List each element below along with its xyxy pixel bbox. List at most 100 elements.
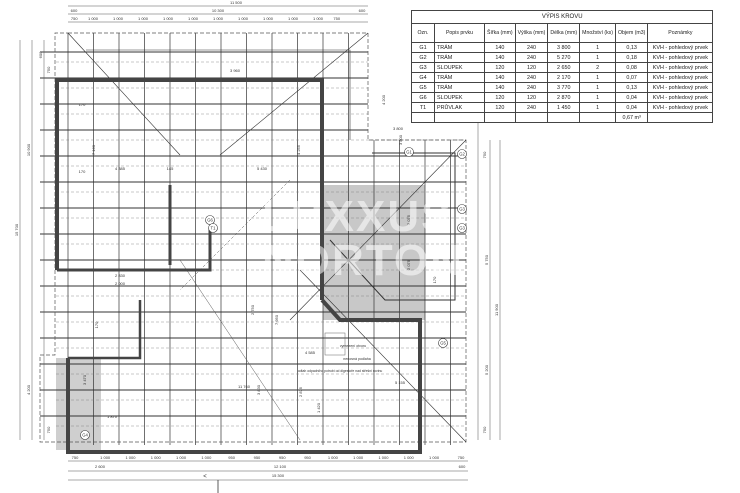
- dimension-label: 1 000: [213, 16, 224, 21]
- table-cell: 120: [484, 62, 516, 73]
- table-cell: PRŮVLAK: [434, 102, 485, 113]
- table-cell: 240: [514, 42, 549, 53]
- dimension-label: 1 000: [288, 16, 299, 21]
- table-cell: G1: [411, 42, 435, 53]
- dimension-label: 950: [279, 455, 286, 460]
- section-marker: <: [203, 474, 207, 480]
- plan-label: 4 385: [115, 166, 126, 171]
- table-cell: TRÁM: [434, 82, 485, 93]
- shaded-corner-area: [56, 358, 101, 450]
- dimension-label: 1 000: [125, 455, 136, 460]
- table-cell: 140: [484, 52, 516, 63]
- note-label: vymezení otvoru: [340, 344, 366, 348]
- callout-label: G3: [459, 207, 465, 212]
- callout-circle: [457, 223, 467, 233]
- total-volume: 0,67 m³: [614, 112, 649, 123]
- hip-line: [299, 269, 467, 443]
- eave-line: [86, 49, 351, 140]
- dimension-label: 600: [71, 8, 78, 13]
- column-header: Ozn.: [411, 23, 435, 43]
- beam-outline: [329, 152, 456, 301]
- valley-line: [179, 179, 291, 291]
- column-header: Šířka (mm): [484, 23, 516, 43]
- dimension-label: 10 300: [212, 8, 225, 13]
- plan-label: 3 470: [82, 374, 87, 385]
- dimension-label: 1 000: [353, 455, 364, 460]
- dimension-label: 600: [359, 8, 366, 13]
- table-cell: 1: [579, 42, 616, 53]
- table-cell: 0,18: [614, 52, 649, 63]
- table-cell: 1: [579, 72, 616, 83]
- callout-label: G4: [82, 433, 88, 438]
- table-cell: 5 270: [547, 52, 581, 63]
- dimension-label: 750: [46, 426, 51, 433]
- note-label: nenosná podlaha: [343, 357, 371, 361]
- table-cell: G2: [411, 52, 435, 63]
- table-cell: 2 870: [547, 92, 581, 103]
- plan-label: 4 585: [305, 350, 316, 355]
- plan-label: 2 075: [406, 214, 411, 225]
- dimension-label: 950: [228, 455, 235, 460]
- table-cell: KVH - pohledový prvek: [647, 102, 714, 113]
- dimension-label: 1 000: [151, 455, 162, 460]
- dimension-label: 1 000: [100, 455, 111, 460]
- table-cell: 0,13: [614, 42, 649, 53]
- table-cell: 1: [579, 92, 616, 103]
- dimension-label: 10 900: [26, 143, 31, 156]
- table-cell: 0,07: [614, 72, 649, 83]
- dimension-label: 1 000: [328, 455, 339, 460]
- table-cell: SLOUPEK: [434, 92, 485, 103]
- table-cell: 240: [514, 82, 549, 93]
- plan-label: 170: [94, 321, 99, 328]
- table-cell: 1: [579, 82, 616, 93]
- table-cell: 240: [514, 102, 549, 113]
- callout-circle: [404, 147, 414, 157]
- callout-label: G5: [440, 341, 446, 346]
- table-cell: G4: [411, 72, 435, 83]
- dimension-label: 1 000: [263, 16, 274, 21]
- valley-line: [179, 259, 301, 441]
- table-cell: 0,13: [614, 82, 649, 93]
- dimension-label: 1 000: [201, 455, 212, 460]
- dimension-label: 3 800: [398, 134, 403, 145]
- dimension-label: 5 750: [484, 254, 489, 265]
- table-cell: 240: [514, 72, 549, 83]
- table-cell: 120: [484, 102, 516, 113]
- dimension-label: 5 200: [484, 364, 489, 375]
- table-cell: 3 770: [547, 82, 581, 93]
- dimension-label: 1 000: [88, 16, 99, 21]
- callout-circle: [457, 204, 467, 214]
- table-cell: 3 800: [547, 42, 581, 53]
- dimension-label: 600: [459, 464, 466, 469]
- dimension-label: 750: [482, 151, 487, 158]
- table-cell: KVH - pohledový prvek: [647, 52, 714, 63]
- dimension-label: 750: [482, 426, 487, 433]
- plan-label: 4 255: [296, 144, 301, 155]
- table-cell: KVH - pohledový prvek: [647, 42, 714, 53]
- table-cell: T1: [411, 102, 435, 113]
- table-cell: KVH - pohledový prvek: [647, 62, 714, 73]
- table-cell: 140: [484, 72, 516, 83]
- dimension-label: 15 300: [272, 473, 285, 478]
- table-cell: G5: [411, 82, 435, 93]
- table-title: VÝPIS KROVU: [410, 10, 714, 24]
- dimension-label: 1 000: [313, 16, 324, 21]
- dimension-label: 2 600: [95, 464, 106, 469]
- column-header: Výška (mm): [514, 23, 549, 43]
- callout-circle: [80, 430, 90, 440]
- dimension-label: 750: [72, 455, 79, 460]
- wall: [55, 78, 324, 300]
- callout-circle: [438, 338, 448, 348]
- table-cell: 1: [579, 102, 616, 113]
- plan-label: 170: [79, 169, 86, 174]
- table-cell: 0,04: [614, 92, 649, 103]
- table-cell: TRÁM: [434, 42, 485, 53]
- callout-circle: [208, 223, 218, 233]
- table-cell: G6: [411, 92, 435, 103]
